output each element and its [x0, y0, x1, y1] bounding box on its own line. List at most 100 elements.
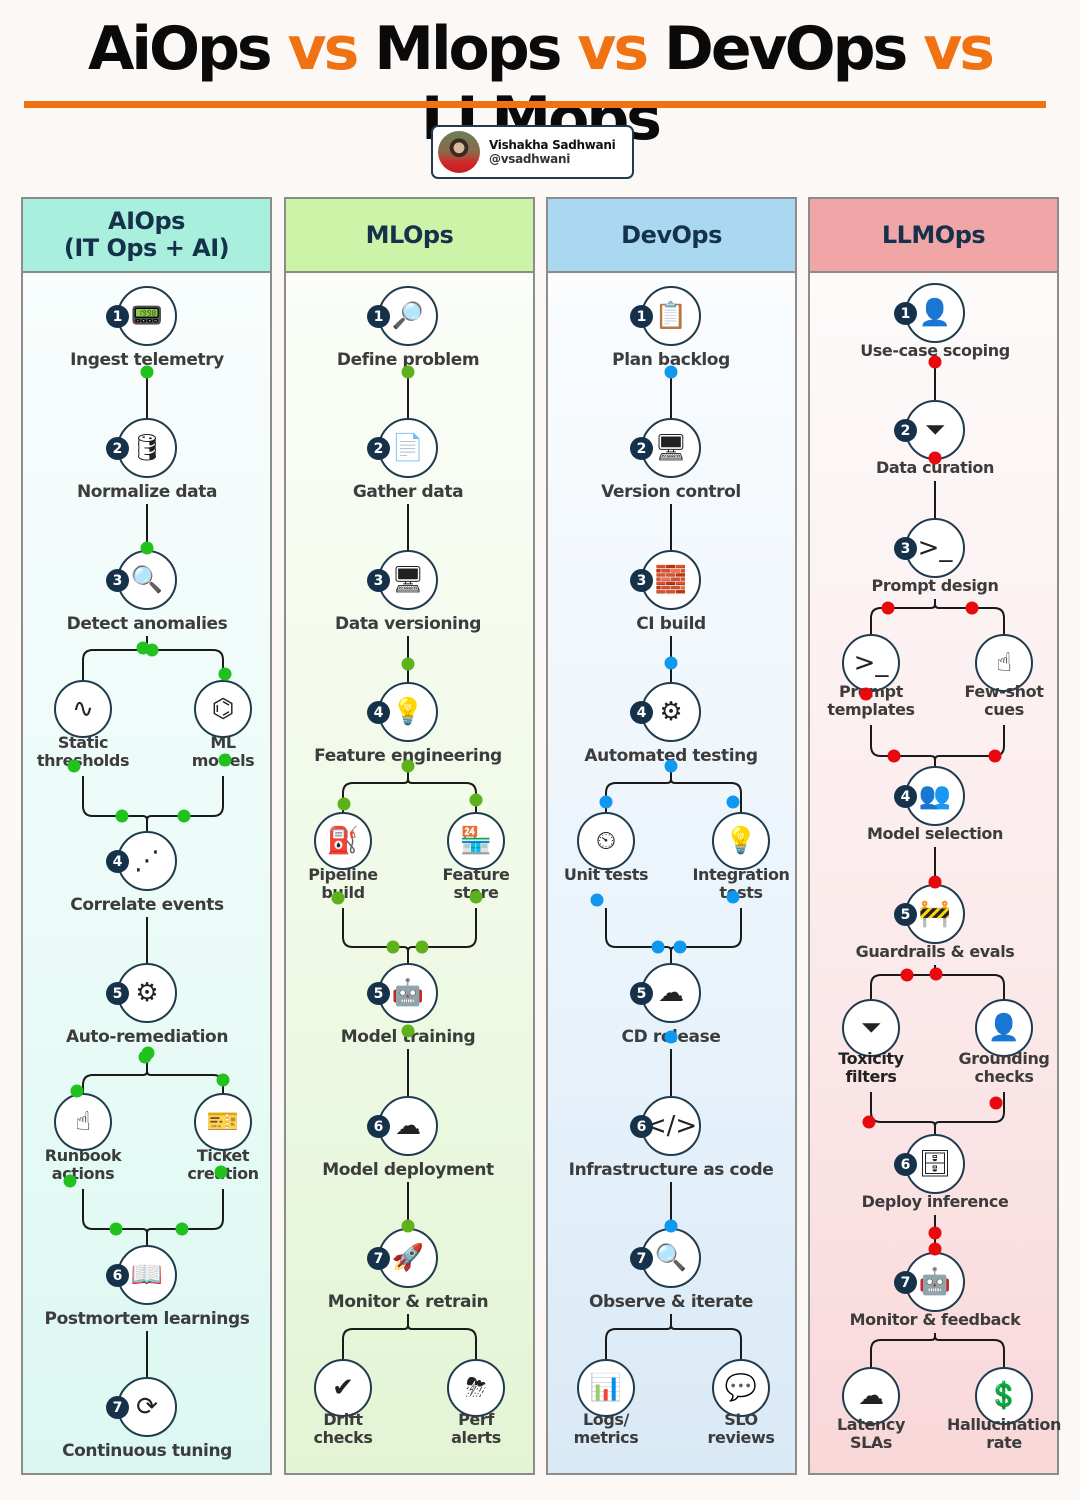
flow-dot — [175, 1222, 189, 1236]
title-vs: vs — [923, 14, 995, 84]
label-line: Model selection — [867, 824, 1003, 843]
label-line: Postmortem learnings — [44, 1309, 250, 1329]
step-number-badge: 3 — [367, 569, 390, 592]
report-search-icon: 🔍 — [654, 1243, 688, 1273]
flow-dot — [401, 657, 415, 671]
flow-dot — [109, 1222, 123, 1236]
step-label: Postmortem learnings — [45, 1309, 250, 1329]
step-number-badge: 1 — [106, 305, 129, 328]
flow-dot — [989, 1096, 1003, 1110]
flow-dot — [928, 875, 942, 889]
gear-repair-icon: ⚙ — [135, 978, 159, 1008]
step-label: Deploy inference — [862, 1193, 1009, 1211]
metrics-chart-icon: 📊 — [589, 1373, 623, 1403]
branch-node: ∿ — [54, 680, 112, 738]
step-label: Monitor & retrain — [328, 1292, 489, 1312]
step-label: Detect anomalies — [67, 614, 228, 634]
flow-dot — [664, 1030, 678, 1044]
label-line: rate — [986, 1433, 1022, 1452]
flow-dot — [599, 795, 613, 809]
step-number-badge: 6 — [894, 1153, 917, 1176]
label-line: alerts — [451, 1428, 501, 1447]
step-number-badge: 1 — [367, 305, 390, 328]
barrier-icon: 🚧 — [918, 899, 952, 929]
branch-node: 📊 — [577, 1359, 635, 1417]
document-check-icon: 📄 — [391, 433, 425, 463]
pipeline-icon: ⛽ — [326, 826, 360, 856]
gauge-monitor-icon: ⏲ — [595, 826, 617, 856]
label-line: Few-shot — [964, 682, 1044, 701]
step-number-badge: 4 — [630, 701, 653, 724]
label-line: SLAs — [849, 1433, 893, 1452]
step-number-badge: 2 — [894, 419, 917, 442]
workflow-icon: ⚙ — [659, 697, 683, 727]
title-aiops: AiOps — [87, 14, 273, 84]
branch-node: ✔ — [314, 1359, 372, 1417]
column-header-aiops: AIOps(IT Ops + AI) — [23, 199, 270, 273]
label-line: Logs/ — [582, 1410, 630, 1429]
step-node: 🤖 — [905, 1252, 965, 1312]
anomaly-search-icon: 🔍 — [130, 565, 164, 595]
branch-node: ⏷ — [842, 999, 900, 1057]
scatter-plot-icon: ⋰ — [134, 846, 160, 876]
flow-dot — [337, 797, 351, 811]
flow-dot — [881, 601, 895, 615]
flow-dot — [928, 451, 942, 465]
flow-dot — [900, 968, 914, 982]
header-line: AIOps — [108, 207, 185, 235]
step-label: Normalize data — [77, 482, 218, 502]
label-line: Data versioning — [335, 614, 481, 634]
flow-dot — [140, 365, 154, 379]
column-header-devops: DevOps — [548, 199, 795, 273]
branch-node: ⛽ — [314, 812, 372, 870]
flow-dot — [887, 749, 901, 763]
flow-dot — [63, 1174, 77, 1188]
branch-node: 💬 — [712, 1359, 770, 1417]
server-cloud-icon: 🗄 — [918, 1149, 952, 1179]
flow-dot — [401, 1024, 415, 1038]
header-line: (IT Ops + AI) — [63, 234, 230, 262]
terminal-icon: >_ — [853, 648, 889, 678]
step-label: Feature engineering — [314, 746, 502, 766]
step-label: Plan backlog — [612, 350, 730, 370]
step-number-badge: 6 — [630, 1115, 653, 1138]
label-line: tests — [719, 883, 763, 902]
label-line: metrics — [573, 1428, 639, 1447]
flow-dot — [331, 891, 345, 905]
label-line: Deploy inference — [861, 1192, 1009, 1211]
monitor-gear-icon: 🖥 — [391, 565, 425, 595]
flow-dot — [928, 1242, 942, 1256]
flow-dot — [928, 1226, 942, 1240]
step-label: Correlate events — [70, 895, 224, 915]
flow-dot — [214, 1165, 228, 1179]
flow-dot — [469, 793, 483, 807]
label-line: cues — [984, 700, 1024, 719]
group-search-icon: 👥 — [918, 781, 952, 811]
branch-node: 👤 — [975, 999, 1033, 1057]
label-line: Drift — [323, 1410, 363, 1429]
label-line: Use-case scoping — [860, 341, 1010, 360]
label-line: Static — [57, 733, 109, 752]
funnel-icon: ⏷ — [924, 415, 946, 445]
label-line: Guardrails & evals — [855, 942, 1015, 961]
store-icon: 🏪 — [459, 826, 493, 856]
step-label: Gather data — [353, 482, 464, 502]
touch-automation-icon: ☝ — [75, 1107, 91, 1137]
telemetry-icon: 📟 — [130, 301, 164, 331]
step-label: Model deployment — [322, 1160, 494, 1180]
step-number-badge: 5 — [106, 982, 129, 1005]
step-label: Ingest telemetry — [70, 350, 224, 370]
step-number-badge: 7 — [630, 1247, 653, 1270]
label-line: checks — [313, 1428, 373, 1447]
step-label: Infrastructure as code — [569, 1160, 774, 1180]
monitor-branch-icon: 🖥 — [654, 433, 688, 463]
step-number-badge: 2 — [106, 437, 129, 460]
step-label: Define problem — [337, 350, 480, 370]
ai-chip-icon: ⌬ — [211, 694, 235, 724]
label-line: Version control — [601, 482, 741, 502]
step-label: Version control — [601, 482, 741, 502]
robot-chat-icon: 🤖 — [918, 1267, 952, 1297]
